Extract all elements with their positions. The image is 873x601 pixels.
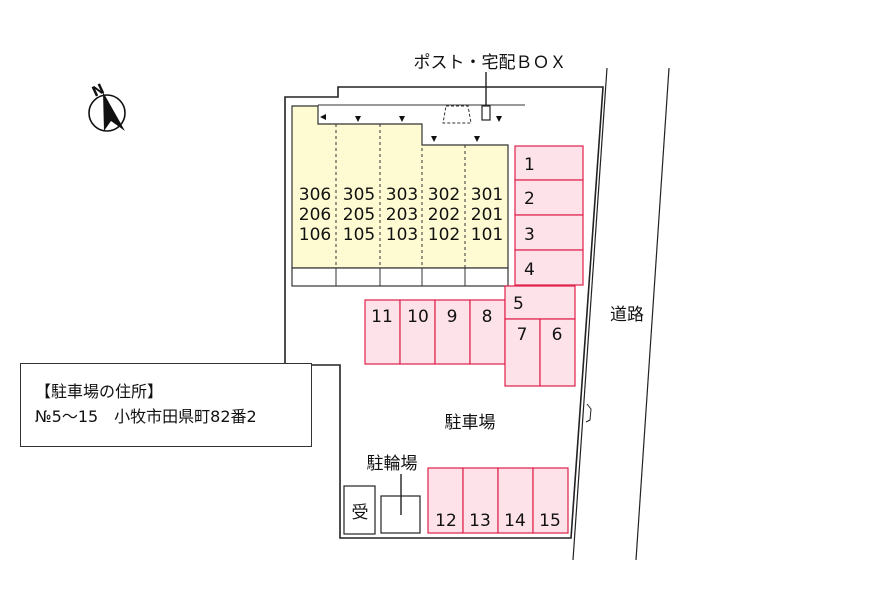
road-edge-right xyxy=(635,67,670,561)
entrance-arrow xyxy=(431,136,437,142)
parking-slot-number: 12 xyxy=(435,511,457,531)
parking-slot-number: 14 xyxy=(504,511,526,531)
parking-slot-number: 15 xyxy=(539,511,561,531)
parking-bottom-row: 12 13 14 15 xyxy=(427,467,569,534)
parking-right-column: 1 2 3 4 xyxy=(514,145,584,286)
post-box-label: ポスト・宅配ＢＯＸ xyxy=(414,53,567,73)
parking-slot-number: 5 xyxy=(513,294,524,314)
parking-slot-number: 4 xyxy=(524,260,535,280)
parking-slot[interactable] xyxy=(514,145,584,181)
parking-label: 駐車場 xyxy=(445,413,496,433)
entrance-arrow xyxy=(474,136,480,142)
unit-label: 306 xyxy=(299,185,331,205)
entrance-arrow xyxy=(496,116,502,122)
parking-slot-number: 2 xyxy=(524,189,535,209)
unit-label: 303 xyxy=(386,185,418,205)
parking-slot-number: 11 xyxy=(371,307,393,327)
parking-slot-number: 10 xyxy=(407,307,429,327)
parking-slot[interactable] xyxy=(514,249,584,286)
reception-box xyxy=(343,485,376,535)
parking-block: 5 7 6 xyxy=(504,285,576,387)
parking-slot-number: 8 xyxy=(482,307,493,327)
entrance-arrow xyxy=(320,114,326,120)
unit-label: 206 xyxy=(299,205,331,225)
parking-slot[interactable] xyxy=(532,467,569,534)
parking-slot-number: 3 xyxy=(524,225,535,245)
unit-label: 106 xyxy=(299,225,331,245)
unit-label: 202 xyxy=(428,205,460,225)
unit-label: 101 xyxy=(471,225,503,245)
parking-slot[interactable] xyxy=(427,467,464,534)
compass-needle xyxy=(103,92,125,131)
parking-slot[interactable] xyxy=(539,318,576,387)
unit-label: 302 xyxy=(428,185,460,205)
parking-slot-number: 13 xyxy=(469,511,491,531)
parking-slot-number: 9 xyxy=(447,307,458,327)
parking-middle-row: 11 10 9 8 xyxy=(364,299,506,365)
parking-slot[interactable] xyxy=(514,214,584,251)
parking-slot[interactable] xyxy=(399,299,436,365)
entrance-arrow xyxy=(399,116,405,122)
unit-label: 205 xyxy=(343,205,375,225)
parking-slot-number: 6 xyxy=(552,325,563,345)
entrance-arrow xyxy=(355,116,361,122)
unit-label: 201 xyxy=(471,205,503,225)
unit-label: 203 xyxy=(386,205,418,225)
address-title: 【駐車場の住所】 xyxy=(35,382,164,401)
unit-label: 102 xyxy=(428,225,460,245)
parking-slot-number: 1 xyxy=(524,155,535,175)
parking-slot[interactable] xyxy=(514,179,584,216)
parking-slot[interactable] xyxy=(434,299,471,365)
reception-label: 受 xyxy=(352,503,369,523)
unit-label: 301 xyxy=(471,185,503,205)
entrance-notch xyxy=(585,403,592,423)
parking-slot-number: 7 xyxy=(517,325,528,345)
bicycle-parking-label: 駐輪場 xyxy=(367,454,418,474)
parking-slot[interactable] xyxy=(364,299,401,365)
north-compass-icon: N xyxy=(88,81,126,132)
unit-label: 103 xyxy=(386,225,418,245)
balcony-strip xyxy=(291,267,509,287)
parking-address-box: 【駐車場の住所】 №5～15 小牧市田県町82番2 xyxy=(20,363,312,447)
address-text: №5～15 小牧市田県町82番2 xyxy=(35,407,257,426)
unit-label: 105 xyxy=(343,225,375,245)
parking-slot[interactable] xyxy=(469,299,506,365)
building: 306 206 106 305 205 105 303 203 103 302 … xyxy=(291,72,525,287)
road-label: 道路 xyxy=(610,305,644,325)
unit-label: 305 xyxy=(343,185,375,205)
post-box-marker xyxy=(481,105,491,121)
road-edge-left xyxy=(572,67,608,561)
parking-slot[interactable] xyxy=(497,467,534,534)
